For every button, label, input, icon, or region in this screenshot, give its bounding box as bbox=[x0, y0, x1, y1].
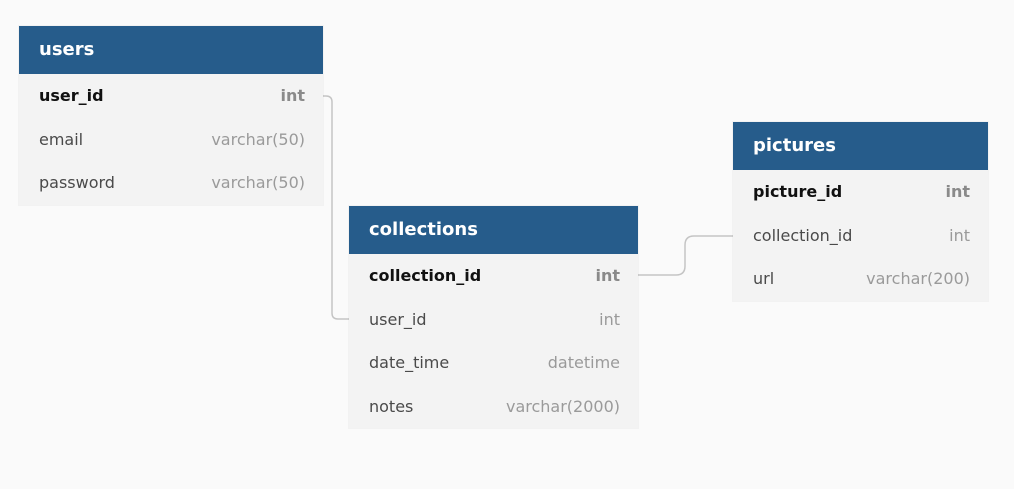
field-type: varchar(200) bbox=[866, 269, 970, 288]
field-row-url[interactable]: url varchar(200) bbox=[733, 257, 988, 301]
field-type: datetime bbox=[547, 353, 620, 372]
field-row-email[interactable]: email varchar(50) bbox=[19, 118, 323, 162]
field-row-password[interactable]: password varchar(50) bbox=[19, 161, 323, 205]
field-type: varchar(50) bbox=[211, 173, 305, 192]
field-name: collection_id bbox=[753, 225, 853, 245]
field-row-collection-id[interactable]: collection_id int bbox=[733, 214, 988, 258]
relation-collections-pictures bbox=[638, 235, 733, 276]
field-row-user-id[interactable]: user_id int bbox=[349, 298, 638, 342]
field-type: varchar(2000) bbox=[505, 396, 620, 416]
field-type: int bbox=[949, 225, 970, 245]
relation-users-collections bbox=[323, 95, 349, 320]
table-users[interactable]: users user_id int email varchar(50) pass… bbox=[19, 26, 323, 205]
field-name: url bbox=[753, 269, 775, 288]
table-header-users[interactable]: users bbox=[19, 26, 323, 74]
field-type: int bbox=[945, 182, 970, 201]
field-row-picture-id[interactable]: picture_id int bbox=[733, 170, 988, 214]
table-collections[interactable]: collections collection_id int user_id in… bbox=[349, 206, 638, 428]
field-type: int bbox=[280, 86, 305, 105]
field-name: date_time bbox=[369, 353, 450, 372]
field-row-notes[interactable]: notes varchar(2000) bbox=[349, 385, 638, 429]
field-name: email bbox=[39, 129, 84, 149]
table-pictures[interactable]: pictures picture_id int collection_id in… bbox=[733, 122, 988, 301]
field-name: notes bbox=[369, 396, 414, 416]
field-name: user_id bbox=[369, 309, 427, 329]
field-name: collection_id bbox=[369, 266, 482, 285]
field-name: password bbox=[39, 173, 115, 192]
field-row-user-id[interactable]: user_id int bbox=[19, 74, 323, 118]
field-name: picture_id bbox=[753, 182, 843, 201]
field-type: int bbox=[599, 309, 620, 329]
field-type: varchar(50) bbox=[211, 129, 305, 149]
field-name: user_id bbox=[39, 86, 104, 105]
field-row-date-time[interactable]: date_time datetime bbox=[349, 341, 638, 385]
field-row-collection-id[interactable]: collection_id int bbox=[349, 254, 638, 298]
table-header-collections[interactable]: collections bbox=[349, 206, 638, 254]
table-header-pictures[interactable]: pictures bbox=[733, 122, 988, 170]
field-type: int bbox=[595, 266, 620, 285]
